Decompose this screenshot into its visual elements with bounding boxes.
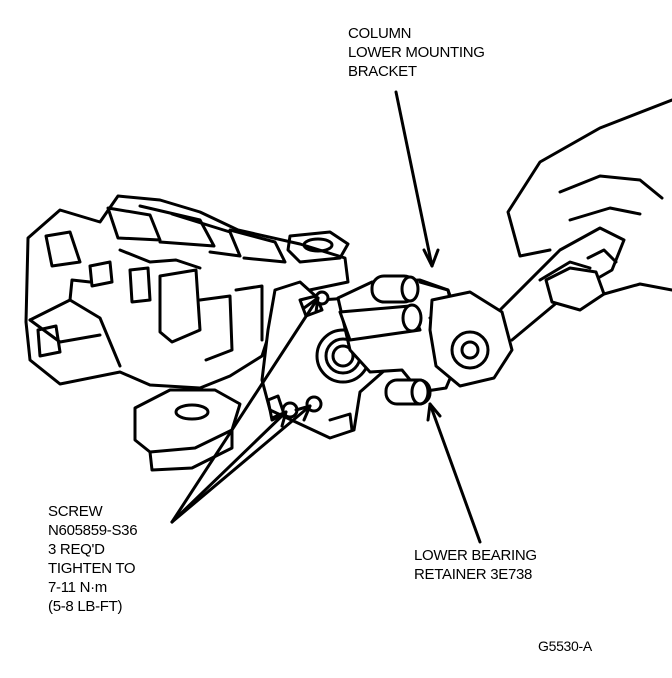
bracket-label-line-3: BRACKET — [348, 63, 417, 80]
shift-lever-pad — [133, 388, 242, 472]
screw-callout-label: SCREW N605859-S36 3 REQ'D TIGHTEN TO 7-1… — [48, 502, 138, 616]
leader-lines — [170, 90, 482, 544]
screw-label-line-2: N605859-S36 — [48, 522, 138, 539]
lower-bearing-retainer-label: LOWER BEARING RETAINER 3E738 — [414, 546, 537, 584]
column-lower-mounting-bracket-label: COLUMN LOWER MOUNTING BRACKET — [348, 24, 485, 81]
screw-label-line-4: TIGHTEN TO — [48, 560, 136, 577]
ratchet-wrench — [428, 226, 626, 388]
bracket-label-line-1: COLUMN — [348, 25, 412, 42]
retainer-label-line-1: LOWER BEARING — [414, 547, 537, 564]
steering-column-housing — [24, 194, 350, 390]
screw-label-line-1: SCREW — [48, 503, 103, 520]
bracket-label-line-2: LOWER MOUNTING — [348, 44, 485, 61]
screw-label-line-5: 7-11 N·m — [48, 579, 107, 596]
screw-label-line-6: (5-8 LB-FT) — [48, 598, 123, 615]
retainer-label-line-2: RETAINER 3E738 — [414, 566, 533, 583]
hand — [506, 98, 672, 312]
screw-label-line-3: 3 REQ'D — [48, 541, 105, 558]
figure-id: G5530-A — [538, 638, 592, 654]
